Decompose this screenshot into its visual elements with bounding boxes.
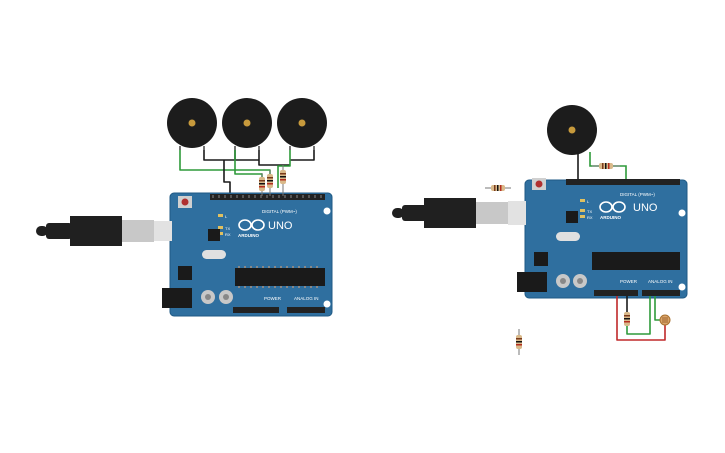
led-rx-label: RX (225, 232, 231, 237)
circuit-right: DIGITAL (PWM~) UNO ARDUINO L TX RX POWER… (392, 105, 688, 355)
power-jack-right[interactable] (517, 272, 547, 292)
led-tx-label-right: TX (587, 209, 592, 214)
resistor-left-3[interactable] (280, 165, 286, 196)
wires-left[interactable] (179, 150, 315, 196)
buzzer-3[interactable] (277, 98, 327, 150)
digital-label-right: DIGITAL (PWM~) (620, 192, 655, 197)
usb-cable-left[interactable] (36, 216, 172, 246)
analog-label-right: ANALOG IN (648, 279, 673, 284)
led-tx-label: TX (225, 226, 230, 231)
board-brand-right: ARDUINO (600, 215, 621, 220)
circuit-left: DIGITAL (PWM~) UNO ARDUINO L TX RX (36, 98, 333, 317)
arduino-logo-icon-right (599, 201, 626, 213)
digital-label: DIGITAL (PWM~) (262, 209, 297, 214)
atmega-chip-right (592, 252, 680, 270)
atmega-chip (235, 268, 325, 286)
loose-resistor-2[interactable] (516, 329, 522, 355)
arduino-logo-icon (238, 219, 265, 231)
photoresistor[interactable] (659, 314, 671, 326)
resistor-right-2[interactable] (624, 312, 630, 326)
board-model: UNO (268, 220, 293, 232)
power-label: POWER (264, 296, 282, 301)
loose-resistor-1[interactable] (485, 185, 511, 191)
buzzer-4[interactable] (547, 105, 597, 155)
resistor-left-1[interactable] (259, 173, 265, 196)
led-l-label: L (225, 214, 228, 219)
board-model-right: UNO (633, 202, 658, 214)
usb-cable-right[interactable] (392, 198, 526, 228)
arduino-board-left[interactable]: DIGITAL (PWM~) UNO ARDUINO L TX RX (162, 192, 333, 317)
buzzer-1[interactable] (167, 98, 217, 150)
analog-label: ANALOG IN (294, 296, 319, 301)
led-l-label-right: L (587, 199, 590, 204)
arduino-board-right[interactable]: DIGITAL (PWM~) UNO ARDUINO L TX RX POWER… (517, 178, 688, 299)
power-label-right: POWER (620, 279, 638, 284)
led-rx-label-right: RX (587, 215, 593, 220)
power-jack[interactable] (162, 288, 192, 308)
resistor-left-2[interactable] (267, 170, 273, 196)
resistor-right-1[interactable] (592, 163, 620, 169)
wires-right-bottom[interactable] (616, 296, 666, 341)
board-brand: ARDUINO (238, 233, 259, 238)
buzzer-2[interactable] (222, 98, 272, 150)
